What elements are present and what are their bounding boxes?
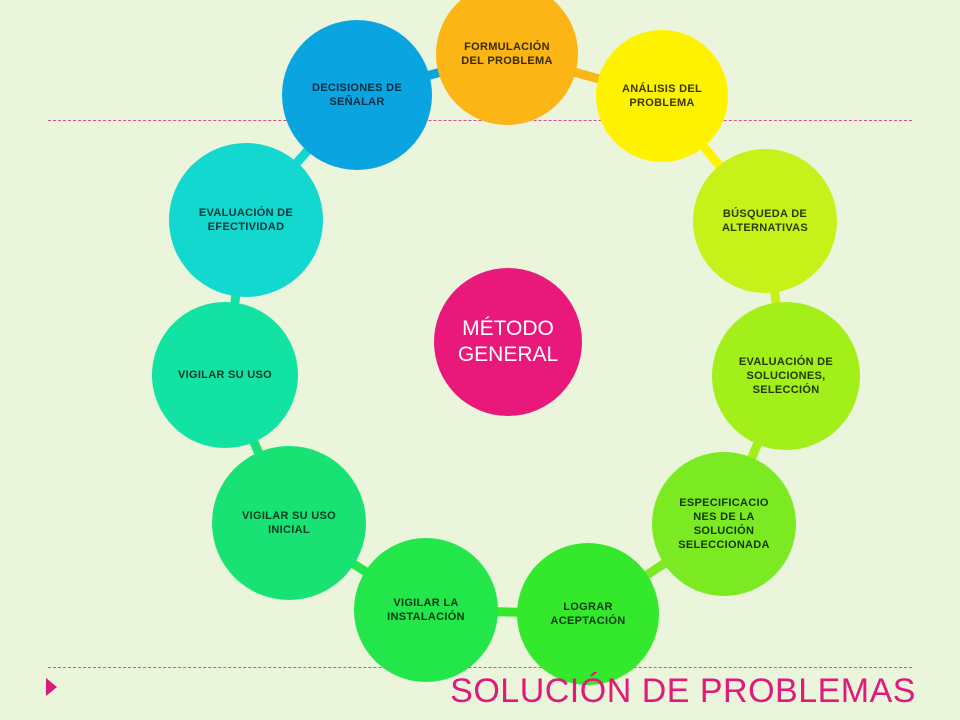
step-vigilar-instalacion: VIGILAR LA INSTALACIÓN (354, 538, 498, 682)
step-evaluacion-soluciones: EVALUACIÓN DE SOLUCIONES, SELECCIÓN (712, 302, 860, 450)
bottom-divider (48, 667, 912, 668)
step-analisis: ANÁLISIS DEL PROBLEMA (596, 30, 728, 162)
step-formulacion: FORMULACIÓN DEL PROBLEMA (436, 0, 578, 125)
step-evaluacion-efectividad: EVALUACIÓN DE EFECTIVIDAD (169, 143, 323, 297)
top-divider (48, 120, 912, 121)
step-lograr-aceptacion: LOGRAR ACEPTACIÓN (517, 543, 659, 685)
step-decisiones-senalar: DECISIONES DE SEÑALAR (282, 20, 432, 170)
step-busqueda: BÚSQUEDA DE ALTERNATIVAS (693, 149, 837, 293)
step-vigilar-uso: VIGILAR SU USO (152, 302, 298, 448)
triangle-bullet-icon (46, 678, 57, 696)
step-vigilar-uso-inicial: VIGILAR SU USO INICIAL (212, 446, 366, 600)
center-method-node: MÉTODO GENERAL (434, 268, 582, 416)
slide-title: SOLUCIÓN DE PROBLEMAS (450, 672, 916, 710)
step-especificaciones: ESPECIFICACIO NES DE LA SOLUCIÓN SELECCI… (652, 452, 796, 596)
